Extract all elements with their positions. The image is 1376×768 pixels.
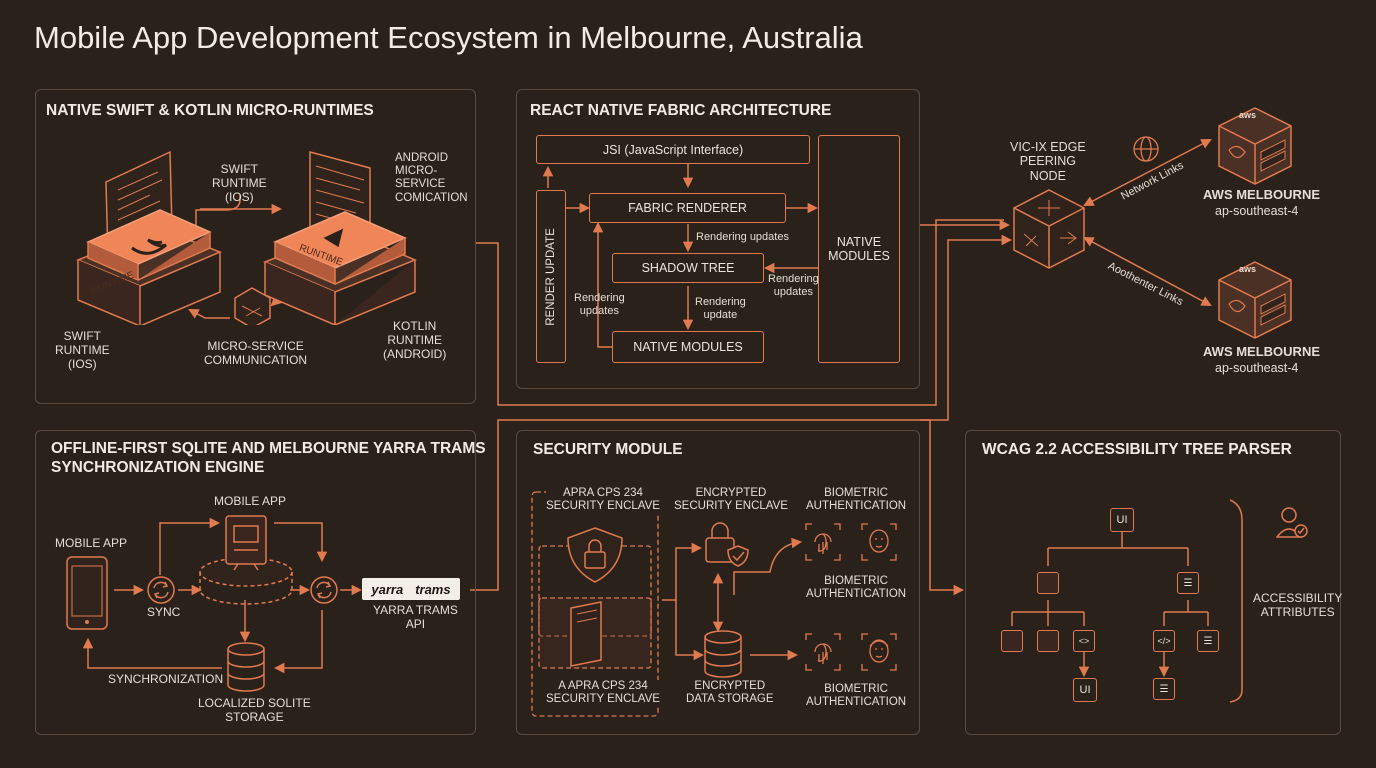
tree-bracket [1229, 499, 1243, 703]
localized-storage-label: LOCALIZED SOLITE STORAGE [198, 696, 311, 724]
swift-runtime-top-label: SWIFT RUNTIME (IOS) [212, 162, 267, 204]
aws-logo-1: aws [1239, 110, 1257, 120]
yarra-trams-api-label: YARRA TRAMS API [373, 603, 458, 631]
fabric-renderer-box: FABRIC RENDERER [589, 193, 786, 223]
micro-service-label: MICRO-SERVICE COMMUNICATION [204, 339, 308, 367]
aws-logo-2: aws [1239, 264, 1257, 274]
tree-leaf-1 [1001, 630, 1023, 652]
react-panel-title: REACT NATIVE FABRIC ARCHITECTURE [530, 102, 832, 119]
wire-db-to-app [82, 637, 222, 669]
render-update-label: RENDER UPDATE [545, 227, 557, 326]
wire-vicix-aws-1 [1083, 139, 1212, 206]
wire-sync-to-top [159, 517, 221, 575]
biometric-icons-row-1 [805, 523, 897, 561]
rendering-updates-label-3: Rendering updates [574, 292, 625, 317]
panel-react-native [516, 89, 920, 389]
wire-offline-to-vicix [470, 234, 1013, 591]
panel-offline-sync [35, 430, 476, 735]
panel-wcag [965, 430, 1341, 735]
sync-label: SYNC [147, 605, 181, 619]
wire-swift-label [195, 195, 241, 235]
jsi-box: JSI (JavaScript Interface) [536, 135, 810, 164]
lock-shield-icon [705, 522, 749, 567]
rendering-update-label: Rendering update [695, 296, 746, 321]
aws-melbourne-1-name: AWS MELBOURNE [1203, 187, 1320, 202]
trams-logo-word: trams [415, 581, 451, 597]
mobile-app-top-label: MOBILE APP [214, 494, 287, 508]
aws-melbourne-1-region: ap-southeast-4 [1215, 204, 1299, 218]
encrypted-storage-label: ENCRYPTED DATA STORAGE [686, 680, 774, 706]
tram-cylinder-icon [199, 515, 293, 605]
panel-security [516, 430, 920, 735]
wire-tree-l2a [1011, 600, 1085, 626]
synchronization-label: SYNCHRONIZATION [108, 672, 224, 686]
mobile-app-left-label: MOBILE APP [55, 536, 128, 550]
tree-leaf-ui-node: UI [1073, 678, 1097, 702]
yarra-logo-word: yarra [371, 581, 404, 597]
aws-melbourne-2-region: ap-southeast-4 [1215, 361, 1299, 375]
page-title: Mobile App Development Ecosystem in Melb… [34, 20, 863, 55]
native-modules-box: NATIVE MODULES [612, 331, 764, 363]
wire-native-to-fabric [592, 221, 612, 348]
wire-native-to-vicix [476, 219, 1004, 406]
globe-icon [1133, 136, 1159, 162]
apra-bottom-label: A APRA CPS 234 SECURITY ENCLAVE [546, 680, 660, 707]
wire-micro-left [188, 309, 230, 319]
yarra-trams-logo: yarra trams [362, 578, 460, 600]
rendering-updates-label-1: Rendering updates [696, 231, 789, 243]
wcag-panel-title: WCAG 2.2 ACCESSIBILITY TREE PARSER [982, 441, 1292, 458]
encrypted-database-icon [704, 630, 742, 678]
biometric-label-2: BIOMETRIC AUTHENTICATION [806, 575, 907, 601]
android-micro-label: ANDROID MICRO- SERVICE COMICATION [395, 152, 468, 204]
shadow-tree-box: SHADOW TREE [612, 253, 764, 283]
database-icon [227, 642, 265, 692]
tree-code-node-2: </> [1153, 630, 1175, 652]
native-panel-title: NATIVE SWIFT & KOTLIN MICRO-RUNTIMES [46, 102, 374, 119]
tree-node-left [1037, 572, 1059, 594]
biometric-icons-row-2 [805, 633, 897, 671]
encrypted-enclave-label: ENCRYPTED SECURITY ENCLAVE [674, 487, 788, 513]
sync-icon [147, 576, 175, 604]
biometric-label-3: BIOMETRIC AUTHENTICATION [806, 683, 907, 709]
tree-node-list-icon: ☰ [1177, 572, 1199, 594]
accessibility-attributes-label: ACCESSIBILITY ATTRIBUTES [1253, 591, 1343, 619]
security-enclave-group [531, 491, 659, 717]
wire-sync2-to-db [273, 610, 323, 674]
accessibility-user-icon [1276, 507, 1308, 538]
vic-ix-label: VIC-IX EDGE PEERING NODE [1010, 140, 1086, 183]
tree-leaf-list-node: ☰ [1153, 678, 1175, 700]
apra-top-label: APRA CPS 234 SECURITY ENCLAVE [546, 487, 660, 514]
wire-lock-to-bio [733, 537, 803, 595]
panel-native-runtimes [35, 89, 476, 404]
swift-runtime-bottom-label: SWIFT RUNTIME (IOS) [55, 329, 110, 371]
offline-panel-title: OFFLINE-FIRST SQLITE AND MELBOURNE YARRA… [51, 440, 486, 476]
wire-tree-l2b [1163, 600, 1209, 626]
aws-server-icon-2 [1218, 261, 1292, 339]
rendering-updates-label-2: Rendering updates [768, 273, 819, 298]
wire-enclave-to-lock [662, 542, 703, 601]
tree-root-ui-node: UI [1110, 508, 1134, 532]
wire-to-wcag [920, 419, 965, 596]
runtime-platforms-illustration [76, 150, 417, 325]
sync-icon-2 [310, 576, 338, 604]
tree-code-node-1: <> [1073, 630, 1095, 652]
kotlin-runtime-label: KOTLIN RUNTIME (ANDROID) [383, 319, 447, 361]
native-modules-side-box: NATIVE MODULES [818, 135, 900, 363]
wire-top-to-sync2 [274, 522, 328, 563]
biometric-label-1: BIOMETRIC AUTHENTICATION [806, 487, 907, 513]
tree-list-node: ☰ [1197, 630, 1219, 652]
tree-leaf-2 [1037, 630, 1059, 652]
render-update-box: RENDER UPDATE [536, 190, 566, 363]
aws-melbourne-2-name: AWS MELBOURNE [1203, 344, 1320, 359]
security-panel-title: SECURITY MODULE [533, 441, 683, 458]
wire-enclave-to-db [675, 600, 705, 661]
wire-tree-l1 [1047, 532, 1189, 566]
vic-ix-node-icon [1013, 189, 1085, 269]
wire-vicix-aws-2 [1083, 237, 1212, 306]
aws-server-icon-1 [1218, 107, 1292, 185]
smartphone-icon [66, 556, 108, 630]
